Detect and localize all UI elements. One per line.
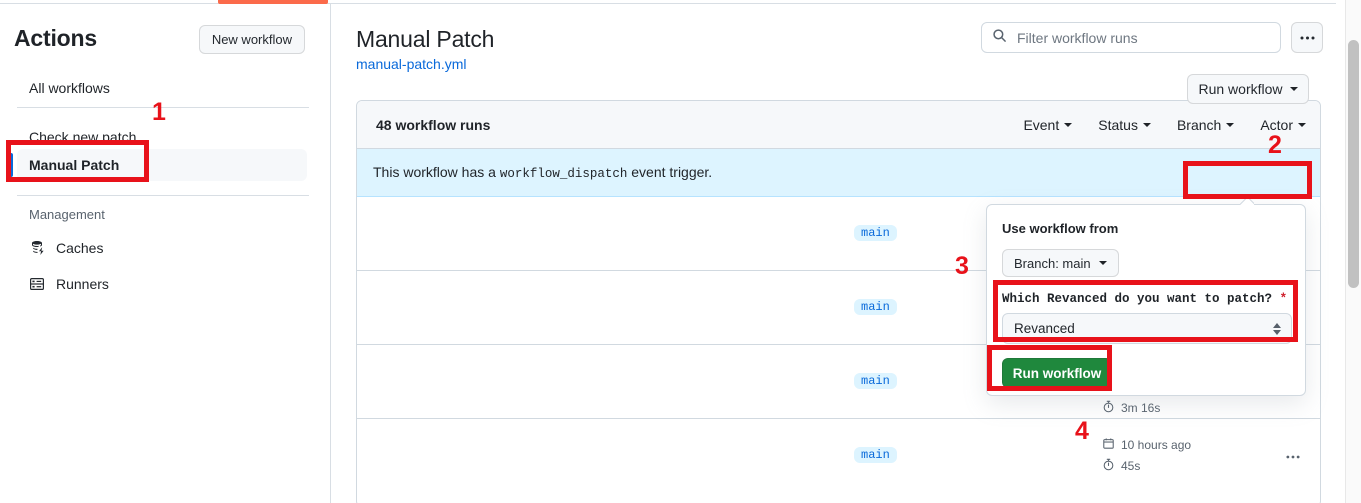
server-icon	[29, 275, 47, 293]
filter-branch[interactable]: Branch	[1176, 116, 1235, 133]
chevron-down-icon	[1298, 122, 1306, 127]
run-workflow-submit-button[interactable]: Run workflow	[1002, 358, 1112, 388]
table-row[interactable]: main	[357, 271, 1320, 345]
branch-badge[interactable]: main	[854, 373, 897, 389]
workflow-runs-count: 48 workflow runs	[376, 116, 491, 133]
branch-badge[interactable]: main	[854, 225, 897, 241]
table-row[interactable]: main 3m 16s	[357, 345, 1320, 419]
page-scrollbar[interactable]	[1345, 0, 1361, 503]
run-timestamp: 10 hours ago	[1102, 434, 1252, 455]
dispatch-text-after: event trigger.	[631, 164, 713, 180]
sidebar: Actions New workflow All workflows Check…	[0, 4, 330, 503]
sidebar-divider	[17, 195, 309, 196]
filter-bar: Event Status Branch Actor	[1023, 117, 1306, 133]
dispatch-event-code: workflow_dispatch	[499, 167, 628, 181]
run-duration: 45s	[1102, 455, 1252, 476]
page-progress-sliver	[218, 0, 328, 4]
sidebar-item-all-workflows[interactable]: All workflows	[17, 72, 307, 104]
sidebar-separator	[330, 4, 331, 503]
branch-badge[interactable]: main	[854, 299, 897, 315]
sidebar-item-label: Caches	[56, 240, 104, 256]
branch-selector[interactable]: Branch: main	[1002, 249, 1119, 277]
sidebar-item-manual-patch[interactable]: Manual Patch	[9, 149, 307, 181]
scrollbar-thumb[interactable]	[1348, 40, 1359, 288]
timestamp-text: 10 hours ago	[1121, 437, 1192, 452]
run-workflow-dropdown-button[interactable]: Run workflow	[1187, 74, 1309, 104]
filter-label: Event	[1023, 116, 1060, 133]
run-workflow-button-label: Run workflow	[1198, 81, 1283, 97]
select-chevrons-icon	[1273, 322, 1281, 335]
page-overflow-menu-button[interactable]	[1291, 22, 1323, 53]
chevron-down-icon	[1289, 87, 1298, 91]
run-workflow-popover: Use workflow from Branch: main Which Rev…	[986, 204, 1306, 396]
right-gutter	[1336, 0, 1345, 503]
page-title: Manual Patch	[356, 26, 495, 52]
duration-text: 3m 16s	[1121, 400, 1161, 415]
search-workflow-runs[interactable]	[981, 22, 1281, 53]
stopwatch-icon	[1102, 400, 1115, 416]
workflow-dispatch-banner: This workflow has a workflow_dispatch ev…	[357, 149, 1320, 197]
sidebar-item-label: Runners	[56, 276, 109, 292]
workflow-file-link[interactable]: manual-patch.yml	[356, 56, 467, 72]
main-content: Manual Patch manual-patch.yml 48 workflo…	[331, 4, 1336, 503]
sidebar-section-management: Management	[29, 207, 105, 222]
chevron-down-icon	[1142, 122, 1151, 127]
sidebar-item-runners[interactable]: Runners	[17, 268, 307, 300]
branch-badge[interactable]: main	[854, 447, 897, 463]
filter-label: Branch	[1176, 116, 1222, 133]
revanced-select[interactable]: Revanced	[1002, 313, 1292, 344]
stopwatch-icon	[1102, 458, 1115, 474]
run-duration: 3m 16s	[1102, 397, 1252, 418]
filter-label: Status	[1098, 116, 1138, 133]
table-row[interactable]: main 10 hours ago	[357, 419, 1320, 493]
filter-label: Actor	[1260, 116, 1293, 133]
use-workflow-from-label: Use workflow from	[1002, 221, 1119, 236]
row-overflow-menu-button[interactable]	[1281, 447, 1305, 467]
input-label-text: Which Revanced do you want to patch?	[1002, 292, 1273, 306]
chevron-down-icon	[1098, 261, 1107, 265]
sidebar-item-label: Check new patch	[29, 129, 137, 145]
dispatch-text-before: This workflow has a	[373, 164, 496, 180]
search-input[interactable]	[1015, 28, 1270, 47]
workflow-runs-panel: 48 workflow runs Event Status Branch	[356, 100, 1321, 503]
popover-arrow	[1240, 197, 1254, 205]
duration-text: 45s	[1121, 458, 1141, 473]
sidebar-divider	[17, 107, 309, 108]
revanced-select-value: Revanced	[1014, 321, 1075, 336]
filter-event[interactable]: Event	[1023, 116, 1073, 133]
filter-actor[interactable]: Actor	[1260, 117, 1306, 133]
workflow-input-label: Which Revanced do you want to patch? *	[1002, 292, 1287, 306]
chevron-down-icon	[1064, 122, 1073, 127]
top-divider	[0, 3, 1336, 4]
sidebar-item-label: All workflows	[29, 80, 110, 96]
new-workflow-button[interactable]: New workflow	[198, 25, 305, 54]
sidebar-item-label: Manual Patch	[29, 157, 120, 173]
table-row[interactable]: main	[357, 197, 1320, 271]
chevron-down-icon	[1226, 122, 1235, 127]
run-meta: 3m 16s	[1102, 360, 1252, 418]
sidebar-item-caches[interactable]: Caches	[17, 232, 307, 264]
required-marker: *	[1279, 292, 1288, 306]
filter-status[interactable]: Status	[1098, 117, 1151, 133]
dispatch-banner-text: This workflow has a workflow_dispatch ev…	[373, 164, 712, 181]
calendar-icon	[1102, 437, 1115, 453]
workflow-runs-header: 48 workflow runs Event Status Branch	[357, 101, 1320, 149]
sidebar-header: Actions New workflow	[14, 22, 314, 56]
run-meta: 10 hours ago 45s	[1102, 434, 1252, 476]
search-icon	[992, 28, 1015, 48]
branch-selector-value: Branch: main	[1014, 255, 1091, 271]
cache-icon	[29, 239, 47, 257]
page-heading-actions: Actions	[14, 25, 97, 51]
